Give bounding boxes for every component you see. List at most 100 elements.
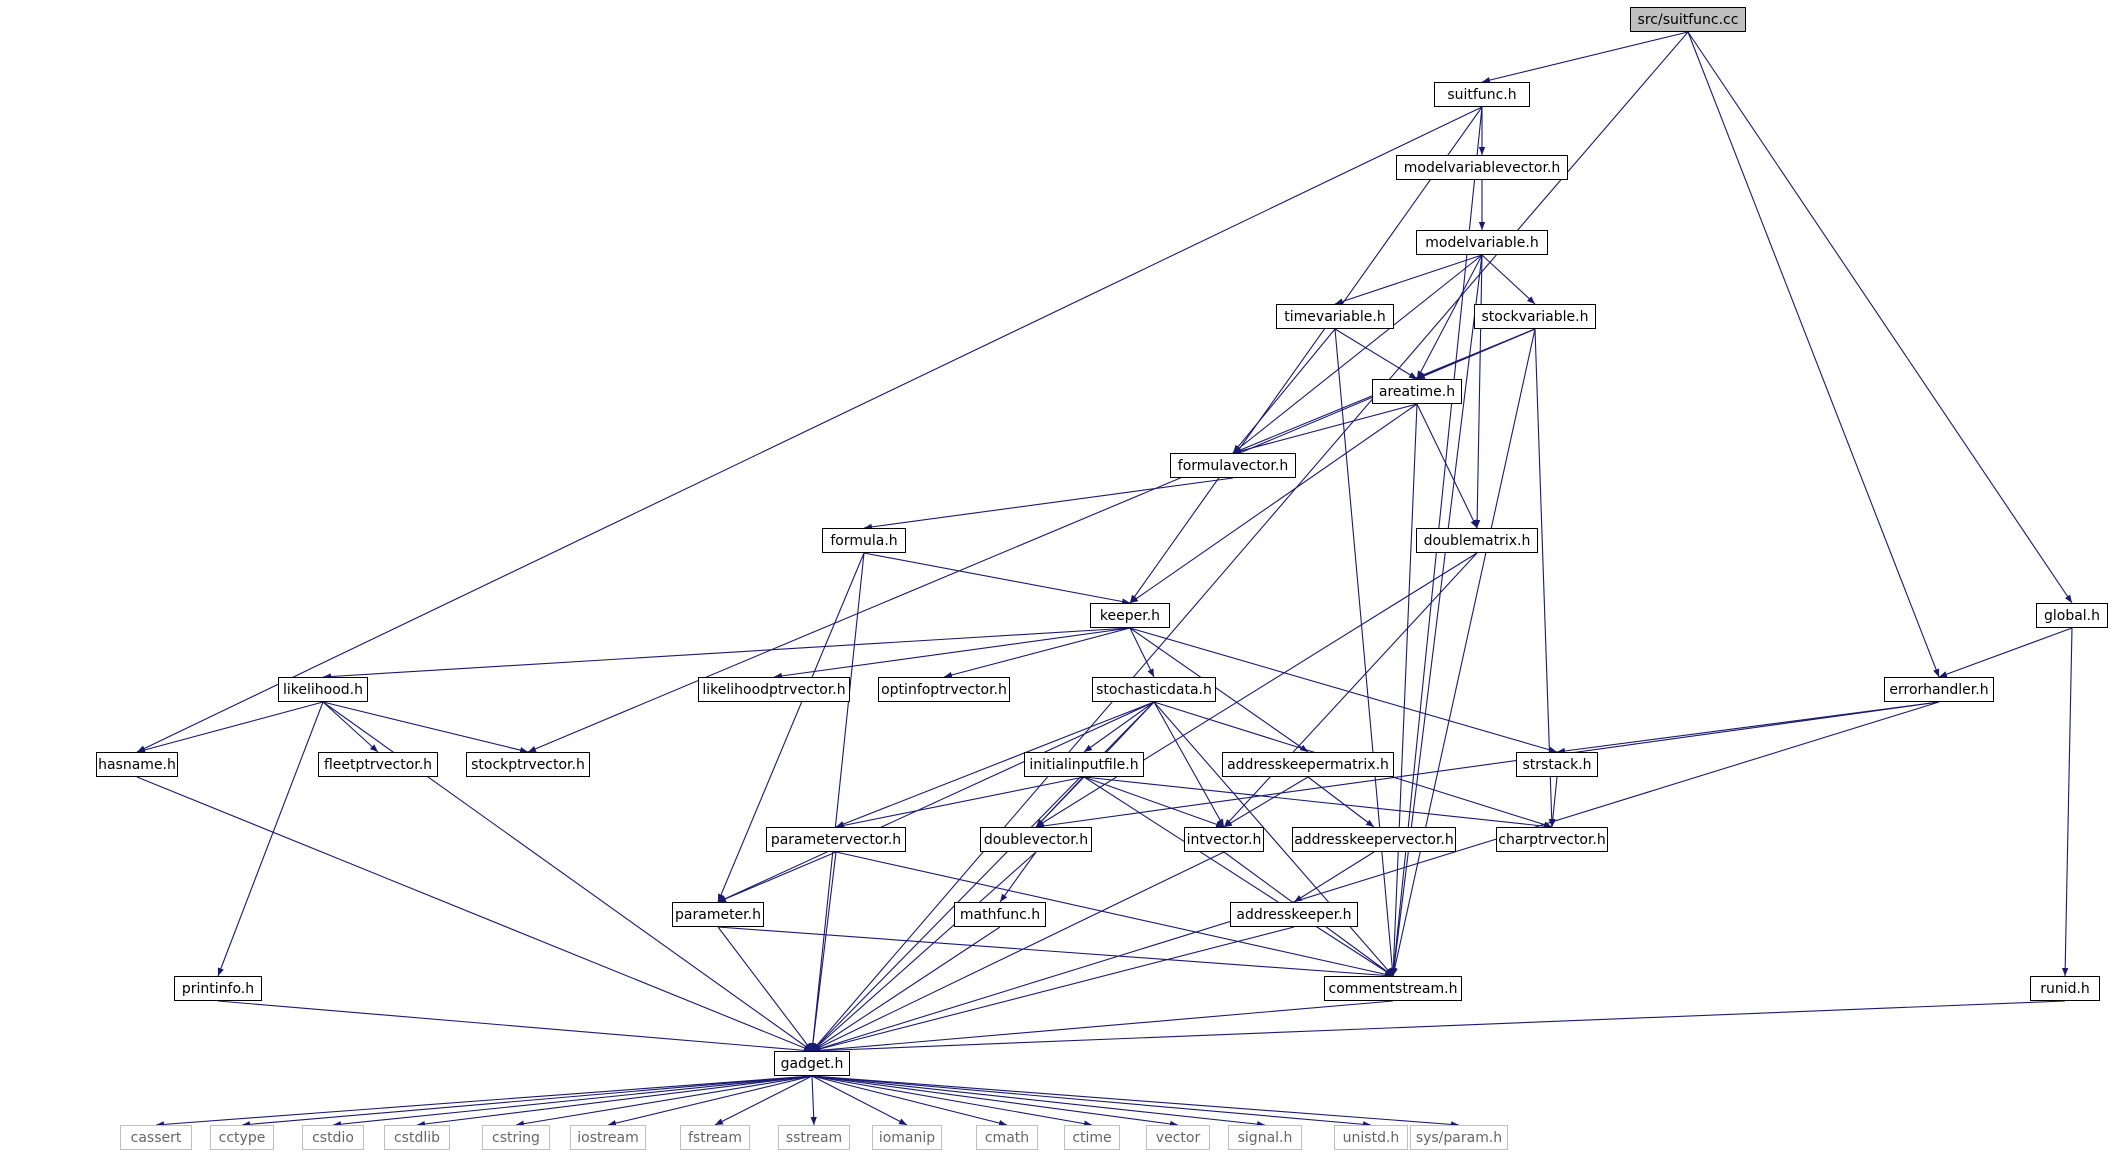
edge-areatime_h-to-commentstream_h [1390,403,1418,977]
node-modelvariable-h[interactable]: modelvariable.h [1416,230,1548,255]
node-stockptrvector-h[interactable]: stockptrvector.h [466,752,590,777]
edge-mathfunc_h-to-gadget_h [811,926,1001,1052]
node-keeper-h[interactable]: keeper.h [1090,603,1170,628]
edge-initialinputfile_h-to-doublevector_h [1035,776,1085,828]
edge-addresskeepermatrix_h-to-addresskeepervector_h [1307,776,1375,828]
edge-stochasticdata_h-to-parametervector_h [835,701,1155,828]
node-strstack-h[interactable]: strstack.h [1516,752,1598,777]
edge-keeper_h-to-likelihood_h [322,627,1131,680]
node-commentstream-h[interactable]: commentstream.h [1324,976,1462,1001]
edge-likelihood_h-to-fleetptrvector_h [322,701,379,753]
node-addresskeepervector-h[interactable]: addresskeepervector.h [1292,827,1456,852]
edge-stochasticdata_h-to-parameter_h [717,701,1155,903]
node-doublevector-h[interactable]: doublevector.h [980,827,1092,852]
node-addresskeeper-h[interactable]: addresskeeper.h [1230,902,1358,927]
node-cctype: cctype [210,1125,274,1150]
edge-initialinputfile_h-to-intvector_h [1083,776,1225,828]
node-modelvariablevector-h[interactable]: modelvariablevector.h [1396,155,1568,180]
edge-parameter_h-to-commentstream_h [717,926,1394,979]
node-stochasticdata-h[interactable]: stochasticdata.h [1092,677,1216,702]
node-likelihoodptrvector-h[interactable]: likelihoodptrvector.h [698,677,850,702]
node-signal-h: signal.h [1228,1125,1302,1150]
edge-keeper_h-to-likelihoodptrvector_h [773,627,1131,680]
edge-stockvariable_h-to-charptrvector_h [1534,328,1555,828]
node-errorhandler-h[interactable]: errorhandler.h [1884,677,1994,702]
node-likelihood-h[interactable]: likelihood.h [278,677,368,702]
edge-modelvariable_h-to-timevariable_h [1334,254,1483,305]
node-initialinputfile-h[interactable]: initialinputfile.h [1024,752,1144,777]
node-runid-h[interactable]: runid.h [2030,976,2100,1001]
edge-parameter_h-to-gadget_h [717,926,813,1052]
edge-keeper_h-to-strstack_h [1129,627,1558,753]
edge-suitfunc_cc-to-gadget_h [811,31,1689,1052]
edge-gadget_h-to-cstdio [332,1075,813,1128]
edge-gadget_h-to-cassert [155,1075,813,1128]
edge-errorhandler_h-to-gadget_h [811,701,1940,1052]
edge-parametervector_h-to-parameter_h [717,851,837,903]
node-parameter-h[interactable]: parameter.h [672,902,764,927]
node-hasname-h[interactable]: hasname.h [96,752,178,777]
edge-gadget_h-to-sstream [810,1075,817,1126]
edge-gadget_h-to-cmath [811,1075,1008,1127]
edge-keeper_h-to-optinfoptrvector_h [943,627,1131,679]
edge-formula_h-to-parameter_h [717,552,865,903]
node-parametervector-h[interactable]: parametervector.h [766,827,906,852]
node-printinfo-h[interactable]: printinfo.h [174,976,262,1001]
node-sstream: sstream [778,1125,850,1150]
edge-doublematrix_h-to-intvector_h [1223,552,1478,828]
edge-strstack_h-to-charptrvector_h [1549,776,1558,828]
node-areatime-h[interactable]: areatime.h [1372,379,1462,404]
node-fleetptrvector-h[interactable]: fleetptrvector.h [318,752,438,777]
edge-gadget_h-to-iomanip [811,1075,908,1126]
node-fstream: fstream [680,1125,750,1150]
node-mathfunc-h[interactable]: mathfunc.h [954,902,1046,927]
edge-doublematrix_h-to-doublevector_h [1035,552,1478,828]
edge-gadget_h-to-unistd_h [811,1075,1372,1128]
node-global-h[interactable]: global.h [2036,603,2108,628]
edge-stockvariable_h-to-stockptrvector_h [527,328,1536,753]
edge-modelvariable_h-to-formulavector_h [1232,254,1483,454]
node-suitfunc-h[interactable]: suitfunc.h [1434,82,1530,107]
edge-stochasticdata_h-to-commentstream_h [1153,701,1394,977]
edge-parametervector_h-to-gadget_h [809,851,837,1052]
node-intvector-h[interactable]: intvector.h [1184,827,1264,852]
edge-keeper_h-to-addresskeepermatrix_h [1129,627,1309,753]
node-timevariable-h[interactable]: timevariable.h [1276,304,1394,329]
node-cstdio: cstdio [302,1125,364,1150]
node-gadget-h[interactable]: gadget.h [774,1051,850,1076]
node-suitfunc-cc: src/suitfunc.cc [1630,7,1746,32]
edge-parametervector_h-to-commentstream_h [835,851,1394,978]
edge-doublevector_h-to-gadget_h [811,851,1037,1052]
edge-timevariable_h-to-areatime_h [1334,328,1418,380]
edge-doublevector_h-to-mathfunc_h [999,851,1037,903]
edge-areatime_h-to-doublematrix_h [1416,403,1478,529]
edge-formulavector_h-to-formula_h [863,477,1234,531]
node-sys-param-h: sys/param.h [1410,1125,1508,1150]
edge-addresskeeper_h-to-gadget_h [811,926,1295,1053]
node-formula-h[interactable]: formula.h [822,528,906,553]
edge-errorhandler_h-to-doublevector_h [1035,701,1940,830]
edge-addresskeepermatrix_h-to-intvector_h [1223,776,1309,828]
edge-addresskeepervector_h-to-addresskeeper_h [1293,851,1375,903]
node-formulavector-h[interactable]: formulavector.h [1170,453,1296,478]
edge-modelvariable_h-to-areatime_h [1416,254,1483,380]
edge-suitfunc_h-to-keeper_h [1129,106,1483,604]
edge-gadget_h-to-fstream [714,1075,813,1126]
edge-gadget_h-to-vector [811,1075,1179,1128]
node-stockvariable-h[interactable]: stockvariable.h [1474,304,1596,329]
edge-stockvariable_h-to-commentstream_h [1391,328,1536,977]
edge-suitfunc_h-to-hasname_h [136,106,1483,753]
edge-formula_h-to-gadget_h [809,552,865,1052]
edge-areatime_h-to-keeper_h [1129,403,1418,604]
node-addresskeepermatrix-h[interactable]: addresskeepermatrix.h [1222,752,1394,777]
node-charptrvector-h[interactable]: charptrvector.h [1496,827,1608,852]
edge-stochasticdata_h-to-intvector_h [1153,701,1225,828]
edge-gadget_h-to-sys_param_h [811,1075,1460,1128]
node-optinfoptrvector-h[interactable]: optinfoptrvector.h [878,677,1010,702]
edge-intvector_h-to-gadget_h [811,851,1225,1052]
edge-gadget_h-to-iostream [607,1075,813,1127]
node-doublematrix-h[interactable]: doublematrix.h [1416,528,1538,553]
edge-runid_h-to-gadget_h [811,1000,2066,1054]
node-cmath: cmath [976,1125,1038,1150]
